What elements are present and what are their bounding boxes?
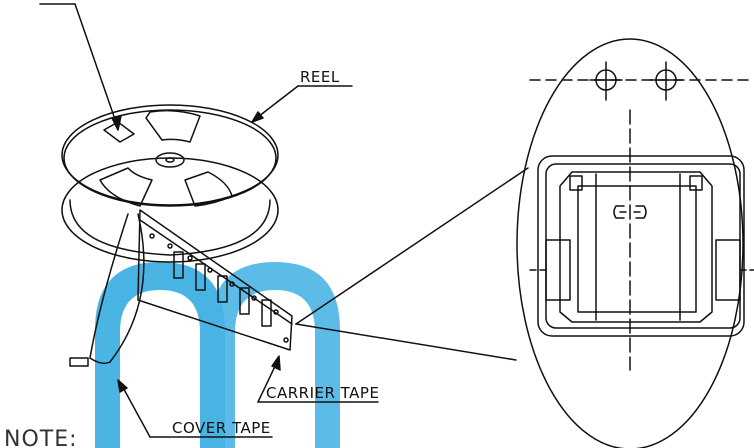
carrier-tape-leader	[257, 355, 379, 403]
reel-label: REEL	[300, 68, 340, 86]
cover-tape-label: COVER TAPE	[172, 419, 271, 437]
detail-view	[516, 38, 754, 448]
reel	[61, 104, 279, 263]
reel-leader	[251, 85, 353, 123]
cover-tape-leader	[117, 379, 273, 438]
note-heading: NOTE:	[4, 427, 78, 448]
tape	[137, 209, 293, 351]
zoom-lines	[295, 167, 529, 361]
cover-tape	[69, 213, 145, 367]
carrier-tape-label: CARRIER TAPE	[266, 384, 379, 402]
top-leader	[39, 3, 122, 131]
watermark-logo	[95, 262, 340, 448]
